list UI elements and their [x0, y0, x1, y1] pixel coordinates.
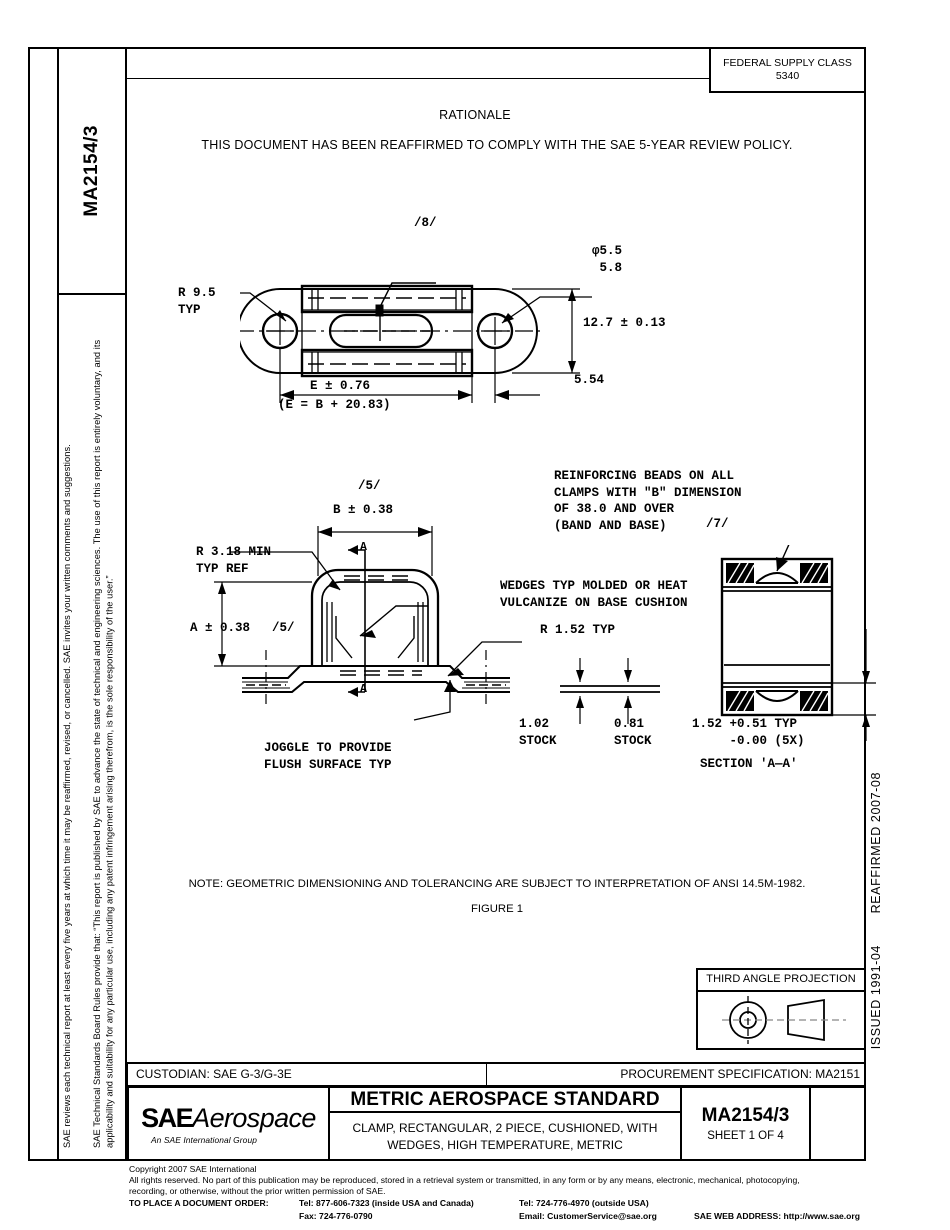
sidebar-paragraph-1: SAE Technical Standards Board Rules prov… [92, 339, 115, 1148]
elevation-r152: R 1.52 TYP [540, 623, 616, 637]
third-angle-projection-symbol [722, 996, 846, 1044]
elevation-view-drawing [214, 526, 522, 721]
top-view-edge-dim: 5.54 [574, 373, 605, 387]
stock-dimension-arrows [560, 658, 660, 724]
section-flag-7: /7/ [706, 517, 729, 531]
section-mark-bottom: A [360, 683, 367, 696]
top-view-hole-dia: φ5.5 5.8 [592, 244, 623, 275]
footer-rights-1: All rights reserved. No part of this pub… [129, 1175, 800, 1185]
elevation-a-dim: A ± 0.38 [190, 621, 251, 635]
title-block-divider-2 [680, 1086, 682, 1161]
sae-aerospace-logo: SAE Aerospace An SAE International Group [129, 1086, 328, 1161]
standard-type: METRIC AEROSPACE STANDARD [350, 1088, 660, 1110]
doc-id-tab-label: MA2154/3 [81, 125, 102, 217]
issued-date: ISSUED 1991-04 [869, 945, 883, 1050]
third-angle-projection-divider [696, 990, 866, 992]
rationale-text: THIS DOCUMENT HAS BEEN REAFFIRMED TO COM… [201, 138, 793, 152]
footer-rights-2: recording, or otherwise, without the pri… [129, 1186, 386, 1196]
custodian-row [127, 1062, 866, 1086]
reaffirmed-date: REAFFIRMED 2007-08 [869, 772, 883, 914]
federal-supply-class-label: FEDERAL SUPPLY CLASS [723, 56, 852, 69]
title-block-divider-1 [328, 1086, 330, 1161]
title-block-divider-3 [809, 1086, 811, 1161]
rationale-title: RATIONALE [439, 108, 511, 122]
section-caption: SECTION 'A—A' [700, 757, 798, 771]
sidebar-paragraph-2: SAE reviews each technical report at lea… [62, 444, 72, 1148]
document-number: MA2154/3 [701, 1105, 790, 1126]
header-rule [127, 78, 709, 79]
sae-logo-subtitle: An SAE International Group [151, 1134, 257, 1145]
top-view-radius-label: R 9.5 TYP [178, 286, 216, 317]
elevation-flag-5-side: /5/ [272, 621, 295, 635]
elevation-stock-081: 0.81 STOCK [614, 717, 652, 748]
elevation-wedges-note: WEDGES TYP MOLDED OR HEAT VULCANIZE ON B… [500, 579, 688, 610]
footer-tel-inside: Tel: 877-606-7323 (inside USA and Canada… [299, 1198, 474, 1208]
footer-web: SAE WEB ADDRESS: http://www.sae.org [694, 1211, 860, 1221]
elevation-corner-radius: R 3.18 MIN TYP REF [196, 545, 272, 576]
elevation-b-dim: B ± 0.38 [333, 503, 394, 517]
section-thickness-dim: 1.52 +0.51 TYP -0.00 (5X) [692, 717, 805, 748]
third-angle-projection-label: THIRD ANGLE PROJECTION [706, 973, 856, 985]
top-view-flag-8: /8/ [414, 216, 437, 230]
section-mark-top: A [360, 541, 367, 554]
sheet-number: SHEET 1 OF 4 [707, 1130, 784, 1142]
top-view-drawing [240, 282, 592, 403]
drawing-note: NOTE: GEOMETRIC DIMENSIONING AND TOLERAN… [188, 878, 806, 890]
footer-fax: Fax: 724-776-0790 [299, 1211, 373, 1221]
procurement-spec: PROCUREMENT SPECIFICATION: MA2151 [620, 1067, 860, 1081]
title-block [127, 1086, 866, 1161]
footer-email: Email: CustomerService@sae.org [519, 1211, 657, 1221]
footer-copyright: Copyright 2007 SAE International [129, 1164, 257, 1174]
elevation-stock-102: 1.02 STOCK [519, 717, 557, 748]
footer-order-label: TO PLACE A DOCUMENT ORDER: [129, 1198, 269, 1208]
aerospace-logo-text: Aerospace [192, 1102, 316, 1133]
custodian-divider [486, 1062, 487, 1086]
section-beads-note: REINFORCING BEADS ON ALL CLAMPS WITH "B"… [554, 469, 742, 533]
elevation-joggle-note: JOGGLE TO PROVIDE FLUSH SURFACE TYP [264, 741, 392, 772]
sae-logo-text: SAE [141, 1102, 194, 1133]
top-view-width-dim: 12.7 ± 0.13 [583, 316, 666, 330]
federal-supply-class: FEDERAL SUPPLY CLASS 5340 [709, 47, 866, 93]
custodian-label: CUSTODIAN: SAE G-3/G-3E [136, 1067, 292, 1081]
federal-supply-class-value: 5340 [775, 70, 800, 82]
sidebar-left-rule [57, 295, 59, 1161]
footer-tel-outside: Tel: 724-776-4970 (outside USA) [519, 1198, 649, 1208]
top-view-length-formula: (E = B + 20.83) [278, 398, 391, 412]
document-number-cell: MA2154/3 SHEET 1 OF 4 [682, 1086, 809, 1161]
doc-id-tab: MA2154/3 [57, 47, 127, 295]
top-view-length-dim: E ± 0.76 [310, 379, 371, 393]
federal-supply-class-box [709, 47, 866, 93]
sidebar-right-rule [125, 47, 127, 1161]
elevation-flag-5-top: /5/ [358, 479, 381, 493]
sidebar-legal-text: SAE Technical Standards Board Rules prov… [59, 300, 125, 1158]
title-block-divider-4 [330, 1111, 680, 1113]
section-aa-drawing [720, 545, 876, 741]
figure-caption: FIGURE 1 [470, 903, 524, 915]
third-angle-projection-box [696, 968, 866, 1050]
document-description: CLAMP, RECTANGULAR, 2 PIECE, CUSHIONED, … [352, 1120, 658, 1152]
